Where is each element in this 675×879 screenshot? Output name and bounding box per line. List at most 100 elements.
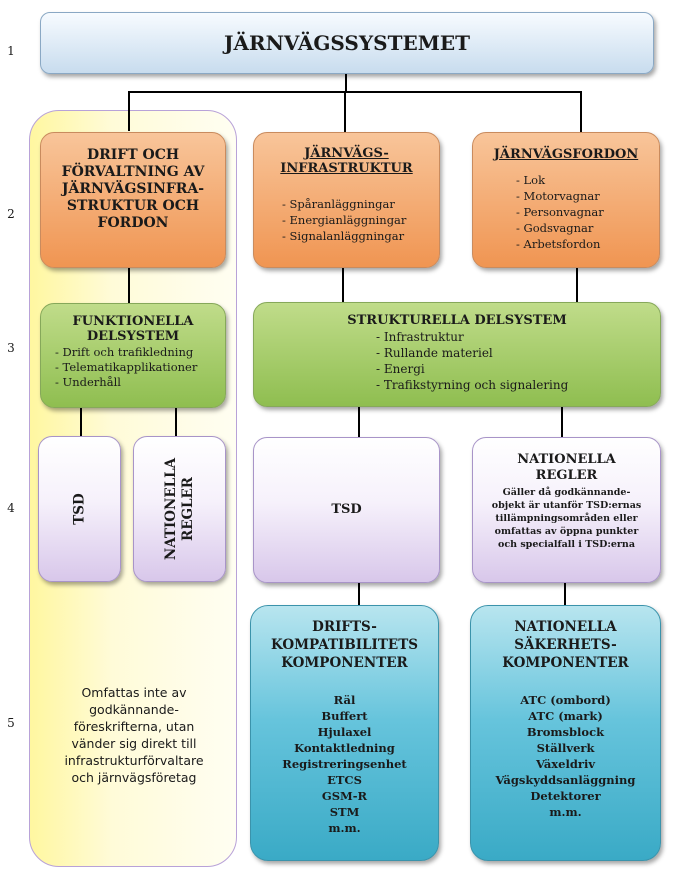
nationella-right-text: Gäller då godkännande- objekt är utanför… — [473, 486, 660, 551]
connector-to-drift — [128, 91, 130, 131]
nationella-right-text-line: objekt är utanför TSD:ernas — [491, 500, 642, 511]
list-item: Växeldriv — [535, 757, 595, 771]
list-item: ETCS — [327, 773, 362, 787]
nationella-right-heading-line: REGLER — [535, 468, 598, 483]
connector-to-fordon — [580, 91, 582, 133]
list-item: - Lok — [516, 173, 546, 187]
connector-title-down — [345, 74, 347, 92]
nationella-left-label: NATIONELLA REGLER — [163, 458, 197, 560]
nationella-right-text-line: och specialfall i TSD:erna — [498, 539, 635, 550]
omfattas-line: infrastrukturförvaltare — [64, 753, 204, 768]
strukturella-box: STRUKTURELLA DELSYSTEM - Infrastruktur -… — [253, 302, 661, 407]
list-item: Hjulaxel — [317, 725, 372, 739]
title-text: JÄRNVÄGSSYSTEMET — [223, 31, 470, 55]
connector-funk-nationella — [175, 408, 177, 436]
drift-heading-line: DRIFT OCH — [86, 147, 180, 163]
tsd-left-label: TSD — [71, 493, 87, 525]
infrastruktur-heading: JÄRNVÄGS- INFRASTRUKTUR — [254, 146, 439, 176]
list-item: STM — [329, 805, 360, 819]
list-item: - Signalanläggningar — [282, 229, 405, 243]
connector-funk-tsd — [80, 408, 82, 436]
drift-heading-line: JÄRNVÄGSINFRA- — [61, 181, 205, 197]
drifts-list: Räl Buffert Hjulaxel Kontaktledning Regi… — [251, 692, 438, 836]
row-number-1: 1 — [7, 44, 15, 58]
connector-nationella-sakerhet — [564, 583, 566, 605]
funktionella-list: - Drift och trafikledning - Telematikapp… — [41, 345, 225, 390]
omfattas-line: vänder sig direkt till — [71, 736, 197, 751]
drift-heading-line: FORDON — [97, 215, 169, 231]
tsd-right-box: TSD — [253, 437, 440, 583]
connector-strukt-nationella — [561, 407, 563, 437]
list-item: - Underhåll — [55, 375, 121, 389]
list-item: Kontaktledning — [294, 741, 395, 755]
row-number-4: 4 — [7, 501, 15, 515]
list-item: - Spåranläggningar — [282, 197, 395, 211]
drifts-heading-line: KOMPATIBILITETS — [270, 637, 418, 653]
drift-heading-line: FÖRVALTNING AV — [61, 164, 205, 180]
infrastruktur-heading-line: INFRASTRUKTUR — [280, 161, 413, 176]
fordon-heading: JÄRNVÄGSFORDON — [493, 147, 639, 162]
nationella-left-line: NATIONELLA — [162, 457, 179, 561]
infrastruktur-heading-line: JÄRNVÄGS- — [304, 146, 389, 161]
tsd-right-label: TSD — [331, 502, 362, 517]
nationella-right-box: NATIONELLA REGLER Gäller då godkännande-… — [472, 437, 661, 583]
list-item: - Infrastruktur — [376, 330, 464, 344]
list-item: Räl — [333, 693, 356, 707]
strukturella-list: - Infrastruktur - Rullande materiel - En… — [254, 329, 660, 393]
list-item: Buffert — [321, 709, 368, 723]
drifts-heading: DRIFTS- KOMPATIBILITETS KOMPONENTER — [251, 618, 438, 672]
drift-heading: DRIFT OCH FÖRVALTNING AV JÄRNVÄGSINFRA- … — [41, 147, 225, 232]
list-item: - Godsvagnar — [516, 221, 594, 235]
funktionella-heading-line: DELSYSTEM — [86, 329, 180, 344]
nationella-right-text-line: Gäller då godkännande- — [502, 487, 631, 498]
list-item: Vägskyddsanläggning — [495, 773, 636, 787]
sakerhet-heading-line: NATIONELLA — [514, 619, 617, 635]
fordon-box: JÄRNVÄGSFORDON - Lok - Motorvagnar - Per… — [472, 132, 660, 268]
list-item: Bromsblock — [526, 725, 605, 739]
connector-infra-strukturella — [342, 268, 344, 303]
list-item: Registreringsenhet — [282, 757, 407, 771]
omfattas-line: och järnvägsföretag — [71, 770, 197, 785]
sakerhet-box: NATIONELLA SÄKERHETS- KOMPONENTER ATC (o… — [470, 605, 661, 861]
sakerhet-list: ATC (ombord) ATC (mark) Bromsblock Ställ… — [471, 692, 660, 820]
omfattas-line: föreskrifterna, utan — [73, 719, 195, 734]
connector-tsd-drifts — [358, 583, 360, 605]
list-item: - Drift och trafikledning — [55, 345, 194, 359]
omfattas-note: Omfattas inte av godkännande- föreskrift… — [44, 684, 224, 786]
funktionella-heading: FUNKTIONELLA DELSYSTEM — [41, 314, 225, 344]
list-item: - Rullande materiel — [376, 346, 493, 360]
nationella-right-text-line: omfattas av öppna punkter — [494, 526, 639, 537]
list-item: - Personvagnar — [516, 205, 604, 219]
list-item: - Trafikstyrning och signalering — [376, 378, 569, 392]
strukturella-heading: STRUKTURELLA DELSYSTEM — [347, 313, 567, 328]
funktionella-heading-line: FUNKTIONELLA — [72, 314, 194, 329]
list-item: GSM-R — [321, 789, 368, 803]
list-item: ATC (mark) — [528, 709, 603, 723]
list-item: - Energianläggningar — [282, 213, 407, 227]
omfattas-line: godkännande- — [89, 702, 179, 717]
connector-top-horizontal — [128, 91, 581, 93]
nationella-left-box: NATIONELLA REGLER — [133, 436, 226, 582]
omfattas-line: Omfattas inte av — [81, 685, 187, 700]
sakerhet-heading-line: KOMPONENTER — [502, 655, 629, 671]
title-box: JÄRNVÄGSSYSTEMET — [40, 12, 654, 74]
drifts-heading-line: KOMPONENTER — [281, 655, 408, 671]
connector-drift-funktionella — [128, 268, 130, 304]
drifts-heading-line: DRIFTS- — [312, 619, 377, 635]
nationella-left-line: REGLER — [179, 476, 196, 542]
connector-strukt-tsd — [358, 407, 360, 437]
drift-box: DRIFT OCH FÖRVALTNING AV JÄRNVÄGSINFRA- … — [40, 132, 226, 268]
connector-fordon-strukturella — [576, 268, 578, 303]
list-item: - Telematikapplikationer — [55, 360, 198, 374]
nationella-right-heading-line: NATIONELLA — [517, 452, 616, 467]
nationella-right-heading: NATIONELLA REGLER — [473, 452, 660, 484]
row-number-5: 5 — [7, 716, 15, 730]
sakerhet-heading: NATIONELLA SÄKERHETS- KOMPONENTER — [471, 618, 660, 672]
row-number-2: 2 — [7, 207, 15, 221]
connector-to-infrastruktur — [344, 91, 346, 133]
funktionella-box: FUNKTIONELLA DELSYSTEM - Drift och trafi… — [40, 303, 226, 408]
list-item: Ställverk — [536, 741, 595, 755]
infrastruktur-list: - Spåranläggningar - Energianläggningar … — [254, 196, 439, 244]
list-item: m.m. — [328, 821, 361, 835]
nationella-right-text-line: tillämpningsområden eller — [495, 513, 638, 524]
